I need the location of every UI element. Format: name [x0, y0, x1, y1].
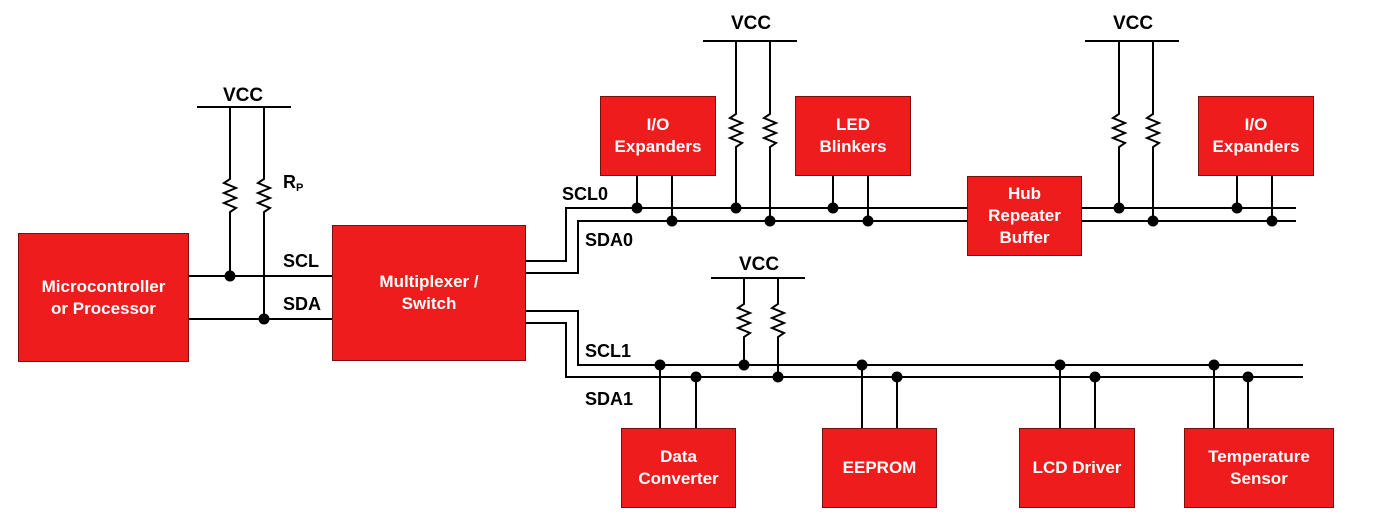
rp-subscript-text: P [296, 182, 304, 194]
pullup-resistor-scl0-right [1110, 41, 1128, 208]
pullup-resistor-sda1 [769, 278, 787, 377]
lcd-driver-block: LCD Driver [1019, 428, 1135, 508]
pullup-resistor-scl1 [735, 278, 753, 365]
block-label-line: EEPROM [842, 458, 917, 477]
block-label-line: Microcontroller [41, 276, 166, 296]
pullup-resistor-sda [255, 107, 273, 318]
sda1-label: SDA1 [585, 389, 634, 409]
vcc-label-bus0-right: VCC [1113, 13, 1154, 34]
block-label-line: LED [836, 115, 870, 134]
block-label-line: Buffer [999, 228, 1050, 247]
block-label-line: Converter [638, 469, 719, 488]
scl0-label: SCL0 [562, 184, 609, 204]
block-label-line: Switch [401, 294, 457, 313]
block-label-line: Expanders [1212, 137, 1300, 156]
block-label-line: Data [660, 447, 697, 466]
vcc-label-bus0-left: VCC [731, 13, 772, 34]
sda-label: SDA [283, 294, 322, 314]
pullup-resistor-label: RP [283, 172, 303, 198]
multiplexer-switch-block: Multiplexer / Switch [332, 225, 526, 361]
io-expanders-block-1: I/O Expanders [600, 96, 716, 176]
io-expanders-block-2: I/O Expanders [1198, 96, 1314, 176]
block-label-line: Blinkers [819, 137, 887, 156]
scl0-line [526, 207, 1296, 262]
data-converter-block: Data Converter [621, 428, 736, 508]
sda0-line [526, 220, 1296, 274]
block-label-line: Multiplexer / [379, 272, 479, 291]
pullup-resistor-sda0-left [761, 41, 779, 221]
led-blinkers-block: LED Blinkers [795, 96, 911, 176]
junction-dots [224, 202, 1278, 383]
block-label-line: Temperature [1208, 447, 1310, 466]
vcc-label-main: VCC [223, 85, 264, 106]
scl1-line [526, 310, 1303, 366]
pullup-resistor-scl [221, 107, 239, 275]
pullup-resistor-scl0-left [727, 41, 745, 208]
eeprom-block: EEPROM [822, 428, 937, 508]
microcontroller-block: Microcontroller or Processor [18, 233, 189, 362]
block-label-line: LCD Driver [1032, 458, 1122, 477]
sda1-line [526, 322, 1303, 378]
temperature-sensor-block: Temperature Sensor [1184, 428, 1334, 508]
block-label-line: Sensor [1230, 469, 1288, 488]
scl1-label: SCL1 [585, 341, 632, 361]
scl-label: SCL [283, 251, 319, 271]
pullup-resistor-sda0-right [1144, 41, 1162, 221]
hub-repeater-buffer-block: Hub Repeater Buffer [967, 176, 1082, 256]
block-label-line: Expanders [614, 137, 702, 156]
vcc-label-bus1: VCC [739, 254, 780, 275]
block-label-line: Repeater [988, 206, 1061, 225]
sda0-label: SDA0 [585, 230, 634, 250]
block-label-line: or Processor [51, 298, 156, 318]
block-label-line: I/O [646, 115, 670, 134]
block-label-line: I/O [1244, 115, 1268, 134]
block-label-line: Hub [1007, 184, 1042, 203]
rp-main-text: R [283, 172, 296, 192]
